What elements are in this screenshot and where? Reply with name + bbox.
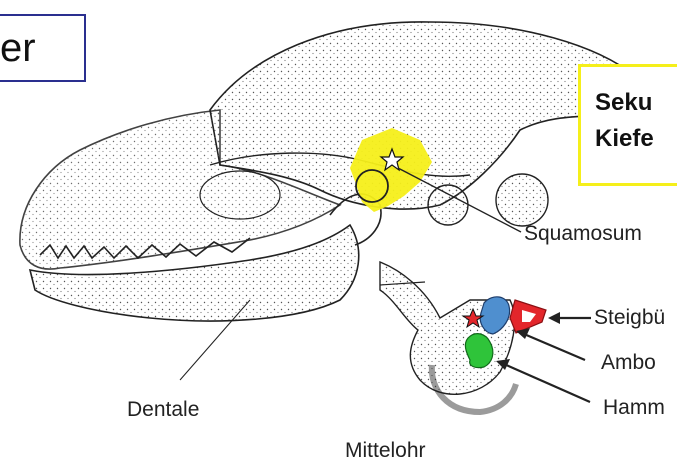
label-squamosum: Squamosum <box>524 222 642 246</box>
label-hammer: Hamm <box>603 396 665 420</box>
label-ambos: Ambo <box>601 351 656 375</box>
label-dentale: Dentale <box>127 398 199 422</box>
title-box-left-text: er <box>0 26 36 70</box>
occipital-condyle <box>428 185 468 225</box>
title-box-right: Seku Kiefe <box>578 64 677 186</box>
title-box-right-line2: Kiefe <box>595 121 677 157</box>
tympanic-bulla <box>496 174 548 226</box>
title-box-right-line1: Seku <box>595 85 677 121</box>
arrow-ambos <box>516 328 585 360</box>
title-box-left: er <box>0 14 86 82</box>
arrow-steigbugel <box>548 312 591 324</box>
label-mittelohr: Mittelohr <box>345 439 426 463</box>
label-steigbugel: Steigbü <box>594 306 665 330</box>
